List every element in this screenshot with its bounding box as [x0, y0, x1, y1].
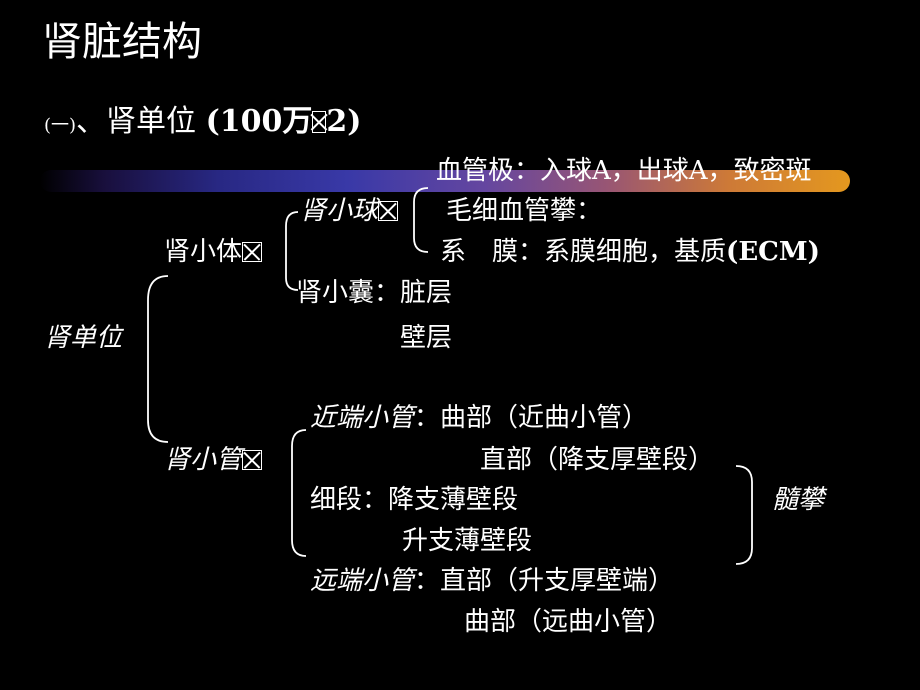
bracket-medullary-loop	[735, 465, 753, 565]
proximal-straight-line: 直部（降支厚壁段）	[480, 445, 715, 475]
parietal-layer: 壁层	[400, 323, 453, 353]
distal-straight: ：直部（升支厚壁端）	[414, 566, 675, 596]
capillary-loop-line: 毛细血管攀：	[446, 196, 603, 226]
glomerulus-label: 肾小球	[300, 196, 399, 226]
vascular-pole-line: 血管极：入球A，出球A，致密斑	[436, 156, 812, 186]
mesangium-ecm: (ECM)	[726, 237, 820, 267]
decorative-gradient-bar	[40, 170, 850, 192]
distal-line: 远端小管：直部（升支厚壁端）	[310, 568, 674, 594]
proximal-text: 近端小管	[310, 403, 415, 433]
medullary-loop-label: 髓攀	[772, 485, 825, 515]
section-subtitle: (一)、肾单位 (100万 2)	[44, 107, 362, 137]
distal-text: 远端小管	[310, 566, 415, 596]
renal-corpuscle-text: 肾小体	[164, 237, 243, 267]
mesangium-text: 系 膜：系膜细胞，基质	[440, 237, 727, 267]
bracket-corpuscle	[285, 211, 299, 291]
proximal-curved: ：曲部（近曲小管）	[414, 403, 649, 433]
subtitle-prefix: (一)	[44, 115, 77, 136]
missing-glyph-icon	[378, 201, 399, 221]
bracket-glomerulus	[413, 187, 429, 253]
bracket-tubule	[291, 429, 307, 557]
mesangium-line: 系 膜：系膜细胞，基质(ECM)	[440, 239, 820, 265]
page-title: 肾脏结构	[42, 19, 202, 65]
glomerulus-text: 肾小球	[300, 196, 379, 226]
missing-glyph-icon	[242, 242, 263, 262]
missing-glyph-icon	[242, 450, 263, 470]
proximal-line: 近端小管：曲部（近曲小管）	[310, 405, 648, 431]
thin-segment-line: 细段：降支薄壁段	[310, 485, 519, 515]
tubule-label: 肾小管	[164, 445, 263, 475]
renal-corpuscle-label: 肾小体	[164, 237, 263, 267]
subtitle-paren: (100万	[205, 104, 313, 139]
subtitle-paren-end: 2)	[326, 104, 362, 139]
tubule-text: 肾小管	[164, 445, 243, 475]
distal-curved-line: 曲部（远曲小管）	[464, 607, 673, 637]
missing-glyph-icon	[312, 111, 327, 133]
thin-ascending-line: 升支薄壁段	[402, 526, 533, 556]
subtitle-separator: 、	[76, 104, 107, 139]
bracket-nephron	[147, 275, 169, 443]
capsule-line: 肾小囊：脏层	[296, 278, 453, 308]
nephron-label: 肾单位	[44, 323, 123, 353]
subtitle-main: 肾单位	[106, 104, 197, 139]
